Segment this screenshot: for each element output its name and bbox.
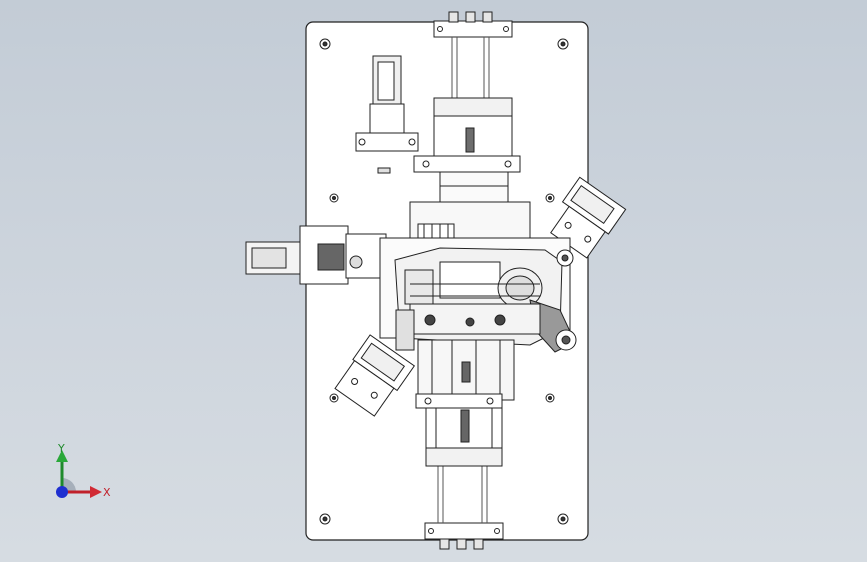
x-axis-label: X bbox=[103, 486, 111, 499]
left-cylinder bbox=[245, 225, 406, 285]
top-slide-cylinder bbox=[413, 97, 521, 203]
bottom-slide-cylinder bbox=[425, 407, 503, 467]
triad-y-arrow bbox=[56, 450, 68, 462]
guide-rods bbox=[437, 37, 490, 523]
lower-left-cylinder bbox=[334, 334, 416, 417]
orientation-triad bbox=[56, 450, 102, 498]
y-axis-label: Y bbox=[58, 442, 65, 455]
central-mechanism bbox=[379, 201, 577, 353]
top-end-block bbox=[433, 11, 513, 38]
lower-stack bbox=[415, 339, 515, 409]
triad-x-arrow bbox=[90, 486, 102, 498]
mounting-holes bbox=[319, 38, 569, 525]
triad-z-axis bbox=[56, 486, 68, 498]
upper-left-slide bbox=[355, 55, 419, 174]
bottom-end-block bbox=[424, 522, 504, 550]
